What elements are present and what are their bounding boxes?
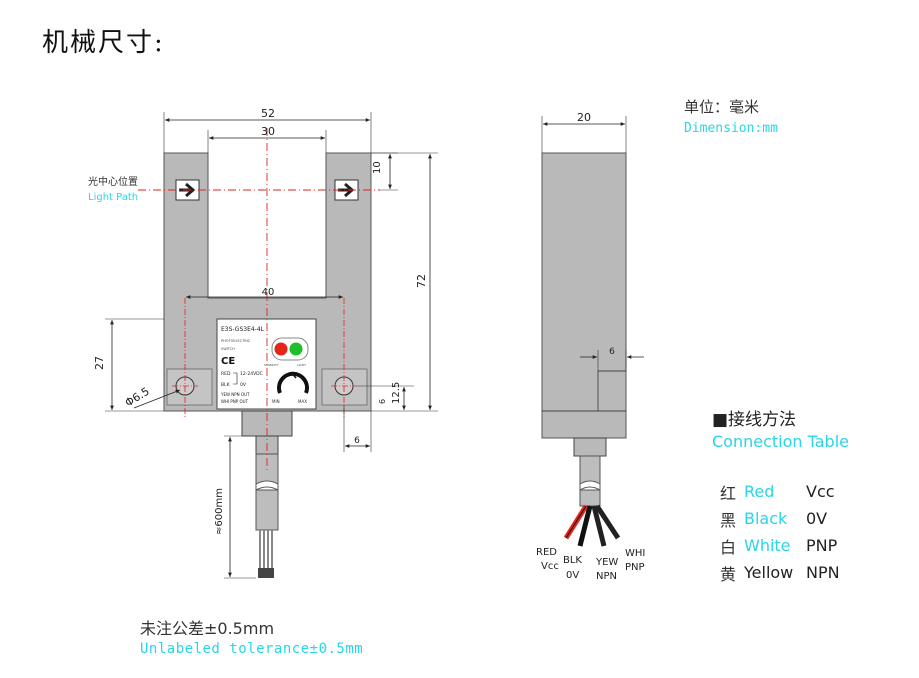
connection-title: ■接线方法 <box>712 410 797 430</box>
unit-label-en: Dimension:mm <box>684 121 778 136</box>
dim-height: 72 <box>415 274 428 288</box>
tolerance-note-en: Unlabeled tolerance±0.5mm <box>140 641 364 657</box>
function: NPN <box>806 563 840 582</box>
dim-side-width: 20 <box>577 111 591 124</box>
wire-yellow <box>591 505 607 547</box>
color-en: Black <box>744 509 788 528</box>
wire-black <box>577 505 593 547</box>
label-blk: BLK <box>221 382 231 388</box>
side-view: 20 6 RED Vcc BLK 0V YEW NPN WHI PNP <box>536 111 645 582</box>
ce-mark: CE <box>221 356 235 367</box>
red-led-indicator <box>274 342 288 356</box>
dim-hole-diameter: Φ6.5 <box>123 385 152 410</box>
color-cn: 红 <box>720 483 737 503</box>
color-cn: 黑 <box>720 510 737 530</box>
label-model: E3S-GS3E4-4L <box>221 326 265 333</box>
wire-label-whi: WHI <box>625 548 645 559</box>
connection-subtitle: Connection Table <box>712 432 849 451</box>
dim-hole-center: 12.5 <box>391 382 402 404</box>
light-path-label-en: Light Path <box>88 192 138 203</box>
wire-label-yew: YEW <box>595 557 618 568</box>
label-type: PHOTOELECTRIC <box>221 339 251 343</box>
function: 0V <box>806 509 828 528</box>
label-max: MAX <box>298 399 307 404</box>
dim-lower-height: 27 <box>93 356 106 370</box>
label-whi: WHI PNP OUT <box>221 399 249 404</box>
connection-row-black: 黑 Black 0V <box>720 505 840 532</box>
wire-func-whi: PNP <box>625 562 645 573</box>
label-switch: SWITCH <box>221 347 235 351</box>
wire-func-red: Vcc <box>541 561 559 572</box>
dim-hole-edge: 6 <box>354 436 360 446</box>
wire-label-blk: BLK <box>563 555 582 566</box>
label-yew: YEW NPN OUT <box>220 392 250 397</box>
connection-row-white: 白 White PNP <box>720 532 840 559</box>
dim-hole-spacing: 40 <box>262 287 275 298</box>
cable <box>255 453 279 578</box>
light-path-label-cn: 光中心位置 <box>88 175 138 188</box>
color-cn: 白 <box>720 537 737 557</box>
dim-slot-width: 30 <box>261 125 275 138</box>
tolerance-note-cn: 未注公差±0.5mm <box>140 619 275 638</box>
function: PNP <box>806 536 838 555</box>
label-panel <box>216 318 317 410</box>
side-body <box>541 152 627 439</box>
label-min: MIN <box>272 399 280 404</box>
dim-hole-offset: 6 <box>378 399 387 404</box>
unit-label-cn: 单位：毫米 <box>684 98 760 116</box>
front-view: 52 30 10 72 40 27 Φ6.5 12.5 6 6 <box>88 107 438 579</box>
color-en: Yellow <box>744 563 794 582</box>
wire-func-yew: NPN <box>596 571 617 582</box>
label-light: LIGHT <box>297 363 306 367</box>
function: Vcc <box>806 482 835 501</box>
mounting-hole-left <box>166 368 213 406</box>
color-en: Red <box>744 482 775 501</box>
label-red: RED <box>221 371 231 377</box>
dim-cable-length: ≈600mm <box>214 488 225 535</box>
label-0v: 0V <box>240 382 247 388</box>
label-stability: STABILITY <box>264 363 279 367</box>
color-cn: 黄 <box>720 564 737 584</box>
wire-white <box>594 504 621 540</box>
dim-overall-width: 52 <box>261 107 275 120</box>
dim-top-offset: 10 <box>372 161 383 174</box>
page-title: 机械尺寸: <box>42 28 165 58</box>
green-led-indicator <box>289 342 303 356</box>
connection-row-yellow: 黄 Yellow NPN <box>720 559 840 586</box>
wire-func-blk: 0V <box>566 570 579 581</box>
connection-row-red: 红 Red Vcc <box>720 478 840 505</box>
label-voltage: 12-24VDC <box>240 371 263 377</box>
wire-label-red: RED <box>536 547 557 558</box>
connection-table: 红 Red Vcc 黑 Black 0V 白 White PNP 黄 Yello… <box>720 478 840 586</box>
color-en: White <box>744 536 791 555</box>
dim-side-step: 6 <box>609 347 615 357</box>
mounting-hole-right <box>321 368 368 406</box>
